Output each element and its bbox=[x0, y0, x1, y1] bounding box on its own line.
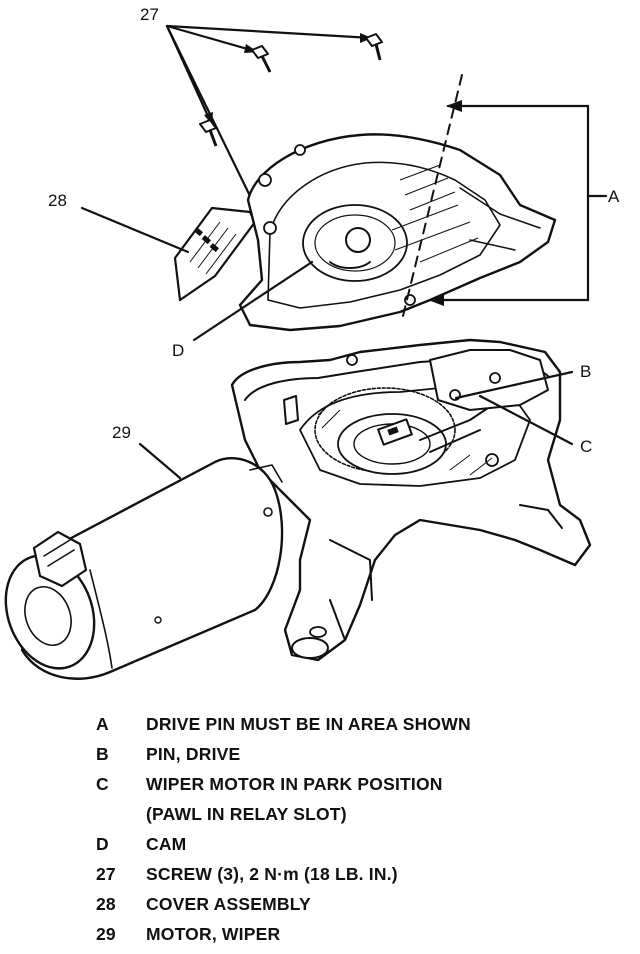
legend-row: 27 SCREW (3), 2 N·m (18 LB. IN.) bbox=[96, 864, 616, 894]
callout-a: A bbox=[608, 187, 620, 206]
screw-icon bbox=[251, 45, 272, 73]
leader-line-b bbox=[454, 370, 574, 400]
motor-cylinder bbox=[4, 457, 284, 680]
leader-arrows-27 bbox=[204, 33, 372, 125]
legend-row: (PAWL IN RELAY SLOT) bbox=[96, 804, 616, 834]
leader-lines-27 bbox=[165, 24, 374, 198]
legend-key: D bbox=[96, 834, 109, 854]
legend-key: 28 bbox=[96, 894, 116, 914]
legend: A DRIVE PIN MUST BE IN AREA SHOWN B PIN,… bbox=[96, 714, 616, 954]
legend-row: D CAM bbox=[96, 834, 616, 864]
legend-row: 29 MOTOR, WIPER bbox=[96, 924, 616, 954]
callout-c: C bbox=[580, 437, 592, 456]
legend-key: C bbox=[96, 774, 109, 794]
legend-row: C WIPER MOTOR IN PARK POSITION bbox=[96, 774, 616, 804]
callout-28: 28 bbox=[48, 191, 67, 210]
leader-line-29 bbox=[138, 442, 182, 480]
callout-d: D bbox=[172, 341, 184, 360]
leader-line-d bbox=[192, 260, 314, 342]
legend-key: 27 bbox=[96, 864, 116, 884]
legend-text: MOTOR, WIPER bbox=[146, 924, 281, 944]
wiper-motor-diagram: 27 bbox=[4, 5, 620, 680]
legend-row: B PIN, DRIVE bbox=[96, 744, 616, 774]
legend-row: 28 COVER ASSEMBLY bbox=[96, 894, 616, 924]
leader-line-28 bbox=[80, 206, 190, 254]
cam-hub bbox=[345, 227, 371, 253]
legend-text: (PAWL IN RELAY SLOT) bbox=[146, 804, 347, 824]
legend-text: DRIVE PIN MUST BE IN AREA SHOWN bbox=[146, 714, 471, 734]
legend-key: 29 bbox=[96, 924, 116, 944]
callout-a-arrows bbox=[428, 100, 462, 306]
legend-key: B bbox=[96, 744, 109, 764]
leader-line-c bbox=[478, 394, 574, 446]
legend-text: COVER ASSEMBLY bbox=[146, 894, 311, 914]
legend-text: PIN, DRIVE bbox=[146, 744, 241, 764]
drive-pin-axis bbox=[401, 74, 463, 321]
screw-icon bbox=[365, 33, 383, 61]
callout-27: 27 bbox=[140, 5, 159, 24]
cover-assembly bbox=[173, 133, 557, 332]
screw-icon bbox=[199, 119, 218, 147]
legend-text: WIPER MOTOR IN PARK POSITION bbox=[146, 774, 443, 794]
gearbox-housing bbox=[230, 338, 592, 662]
callout-a-bracket bbox=[428, 104, 608, 302]
legend-key: A bbox=[96, 714, 109, 734]
callout-29: 29 bbox=[112, 423, 131, 442]
callout-b: B bbox=[580, 362, 591, 381]
legend-text: SCREW (3), 2 N·m (18 LB. IN.) bbox=[146, 864, 398, 884]
legend-row: A DRIVE PIN MUST BE IN AREA SHOWN bbox=[96, 714, 616, 744]
legend-text: CAM bbox=[146, 834, 187, 854]
connector-pins bbox=[193, 227, 219, 253]
